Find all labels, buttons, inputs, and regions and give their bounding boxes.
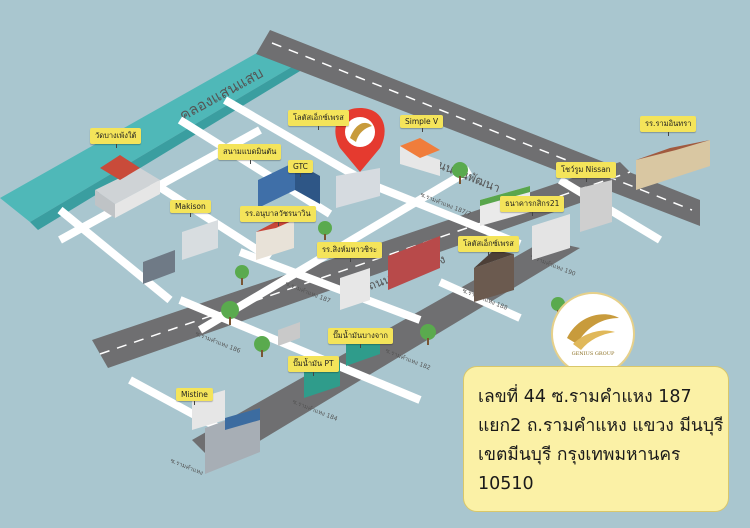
road-minpattana [256, 30, 700, 226]
road-center-line [99, 171, 631, 355]
label-lotus-supermarket: โลตัสเอ็กซ์เพรส [288, 110, 349, 130]
address-line-1: เลขที่ 44 ซ.รามคำแหง 187 [478, 387, 692, 407]
logo-swoosh-icon [350, 122, 372, 142]
logo-mark-icon [567, 314, 619, 350]
label-temple: วัดบางเพ้งใต้ [90, 128, 142, 148]
road-label-soi: ซ.รามคำแหง [169, 457, 204, 477]
label-lotus-express: โลตัสเอ็กซ์เพรส [458, 236, 519, 256]
label-minburi-stadium: สนามแบดมินตัน [218, 144, 282, 164]
address-line-2: แยก2 ถ.รามคำแหง แขวง มีนบุรี [478, 416, 724, 436]
road-label-soi: ซ.รามคำแหง 186 [194, 330, 241, 355]
genius-group-logo: GENIUS GROUP [551, 292, 635, 376]
label-gtc: GTC [288, 160, 313, 177]
road-center-line [271, 42, 693, 211]
address-line-4: 10510 [478, 474, 534, 494]
label-mistine: Mistine [176, 388, 213, 405]
label-makison: Makison [170, 200, 211, 217]
address-line-3: เขตมีนบุรี กรุงเทพมหานคร [478, 445, 681, 465]
label-gas-station-bangchak: ปั๊มน้ำมันบางจาก [328, 328, 393, 348]
trees [221, 162, 565, 357]
label-anuban-school: รร.อนุบาลวัชรนาวิน [240, 206, 316, 226]
logo-text: GENIUS GROUP [571, 351, 615, 357]
label-kasikorn: ธนาคารกสิกร21 [500, 196, 565, 216]
label-gas-station-pt: ปั๊มน้ำมัน PT [288, 356, 339, 376]
label-nissan: โชว์รูม Nissan [556, 162, 616, 182]
label-ramkhamhaeng-school: รร.รามอินทรา [640, 116, 697, 136]
label-simple-v: Simple V [400, 115, 444, 132]
canal [0, 50, 300, 222]
label-kindergarten: รร.สิงห์มหาวชิระ [317, 242, 383, 262]
address-box: เลขที่ 44 ซ.รามคำแหง 187 แยก2 ถ.รามคำแหง… [463, 366, 729, 512]
